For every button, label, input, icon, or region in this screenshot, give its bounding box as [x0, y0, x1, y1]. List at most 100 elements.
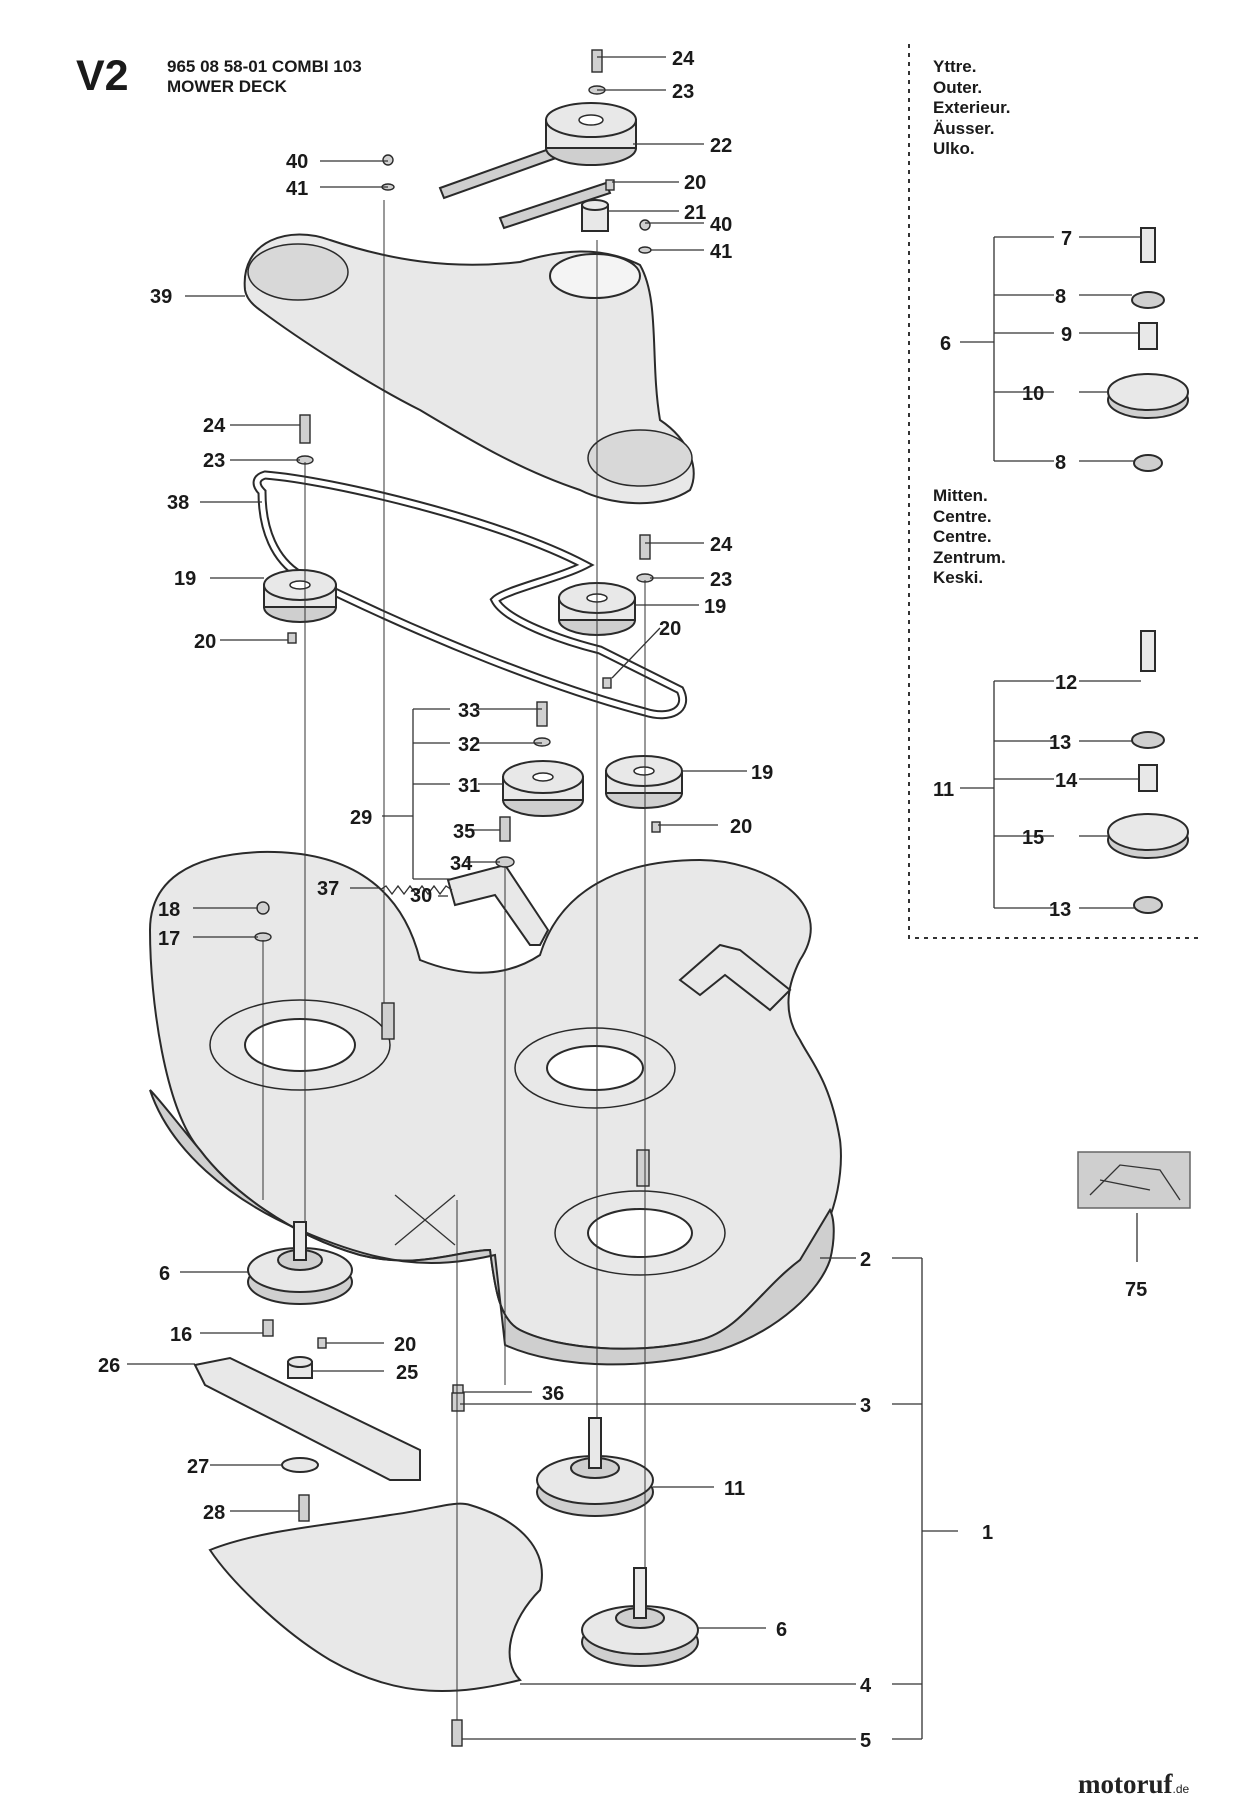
deck-hole-centre: [546, 1045, 644, 1091]
tensioner-arm: [446, 863, 550, 946]
centre-lang-de: Zentrum.: [933, 547, 1006, 567]
callout-27: 27: [187, 1456, 209, 1478]
inset-outer-assembly: 6: [940, 333, 951, 355]
outer-lang-fi: Ulko.: [933, 139, 975, 158]
outer-language-list: Yttre. Outer. Exterieur. Äusser. Ulko.: [933, 57, 1011, 160]
pulley-19-right: [605, 755, 683, 809]
inset-outer-part-9: 9: [1061, 324, 1072, 346]
centre-lang-fr: Centre.: [933, 527, 992, 546]
callout-4: 4: [860, 1675, 872, 1697]
inset-outer-part-8: 8: [1055, 286, 1066, 308]
callout-29: 29: [350, 807, 372, 829]
inset-outer-part-10: 10: [1022, 383, 1044, 405]
baffle: [208, 1502, 543, 1692]
outer-lang-en: Outer.: [933, 77, 983, 97]
callout-39: 39: [150, 286, 172, 308]
brand-tld: .de: [1172, 1782, 1190, 1796]
callout-24: 24: [710, 534, 733, 556]
outer-lang-sv: Yttre.: [933, 57, 977, 76]
callout-20: 20: [684, 172, 706, 194]
tension-spring: [379, 884, 453, 896]
centre-language-list: Mitten. Centre. Centre. Zentrum. Keski.: [933, 486, 1006, 589]
page-code: V2: [76, 52, 129, 100]
deck-recess-left: [209, 999, 391, 1091]
drive-belt-inner: [254, 472, 685, 718]
deck-hole-right: [587, 1208, 693, 1258]
callout-23: 23: [672, 81, 694, 103]
brand-logo: motoruf.de: [1078, 1769, 1189, 1800]
callout-19: 19: [704, 596, 726, 618]
callout-2: 2: [860, 1249, 871, 1271]
callout-6: 6: [159, 1263, 170, 1285]
callout-21: 21: [684, 202, 706, 224]
spacer-25: [287, 1356, 313, 1379]
callout-23: 23: [203, 450, 225, 472]
callout-26: 26: [98, 1355, 120, 1377]
inset-centre-part-15: 15: [1022, 827, 1044, 849]
assembly-title: MOWER DECK: [167, 77, 287, 96]
deck-recess-right: [554, 1190, 726, 1276]
cover-dome-right: [587, 429, 693, 487]
spindle-6-right: [581, 1567, 699, 1667]
cover-dome-left: [247, 243, 349, 301]
callout-17: 17: [158, 928, 180, 950]
deck-x-mark: [394, 1194, 456, 1246]
brand-name: motoruf: [1078, 1769, 1173, 1799]
callout-36: 36: [542, 1383, 564, 1405]
callout-30: 30: [410, 885, 432, 907]
callout-18: 18: [158, 899, 180, 921]
callout-23: 23: [710, 569, 732, 591]
callout-32: 32: [458, 734, 480, 756]
centre-lang-sv: Mitten.: [933, 486, 988, 505]
callout-41: 41: [710, 241, 732, 263]
pulley-31: [502, 760, 584, 817]
pulley-19-left: [263, 569, 337, 623]
deck-recess-centre: [514, 1027, 676, 1109]
callout-37: 37: [317, 878, 339, 900]
callout-16: 16: [170, 1324, 192, 1346]
callout-33: 33: [458, 700, 480, 722]
callout-28: 28: [203, 1502, 225, 1524]
decal-75: [1077, 1151, 1191, 1209]
deck-hole-left: [244, 1018, 356, 1072]
callout-75: 75: [1125, 1279, 1147, 1301]
fastener-set: [254, 49, 661, 1747]
inset-centre-assembly: 11: [933, 779, 954, 801]
callout-3: 3: [860, 1395, 871, 1417]
callout-5: 5: [860, 1730, 871, 1752]
callout-labels: 24 23 22 40 41 20 21 40 41 39 24 23 38 2…: [98, 48, 1147, 1752]
upper-belt-right: [498, 181, 612, 230]
belt-cover: [243, 233, 695, 505]
callout-6: 6: [776, 1619, 787, 1641]
spindle-11-centre: [536, 1417, 654, 1517]
inset-centre-part-12: 12: [1055, 672, 1077, 694]
callout-20: 20: [730, 816, 752, 838]
inset-centre-parts: [1107, 630, 1189, 914]
callout-22: 22: [710, 135, 732, 157]
callout-24: 24: [672, 48, 695, 70]
blade: [193, 1356, 421, 1481]
centre-lang-fi: Keski.: [933, 568, 984, 587]
centre-lang-en: Centre.: [933, 506, 992, 526]
callout-34: 34: [450, 853, 473, 875]
callout-assembly-1: 1: [982, 1522, 993, 1544]
outer-lang-de: Äusser.: [933, 118, 995, 138]
spacer-21: [581, 199, 609, 232]
upper-belt-left: [438, 146, 558, 200]
callout-20: 20: [659, 618, 681, 640]
deck-skirt: [149, 1089, 835, 1366]
washer-27: [281, 1457, 319, 1473]
callout-20: 20: [394, 1334, 416, 1356]
inset-centre-part-13b: 13: [1049, 899, 1071, 921]
callout-19: 19: [751, 762, 773, 784]
deck-handle: [678, 943, 792, 1012]
callout-35: 35: [453, 821, 475, 843]
leader-lines: [127, 56, 1141, 1740]
inset-outer-part-8b: 8: [1055, 452, 1066, 474]
inset-centre-part-14: 14: [1055, 770, 1078, 792]
callout-38: 38: [167, 492, 189, 514]
spindle-6-left: [247, 1221, 353, 1305]
callout-20: 20: [194, 631, 216, 653]
outer-lang-fr: Exterieur.: [933, 98, 1011, 117]
